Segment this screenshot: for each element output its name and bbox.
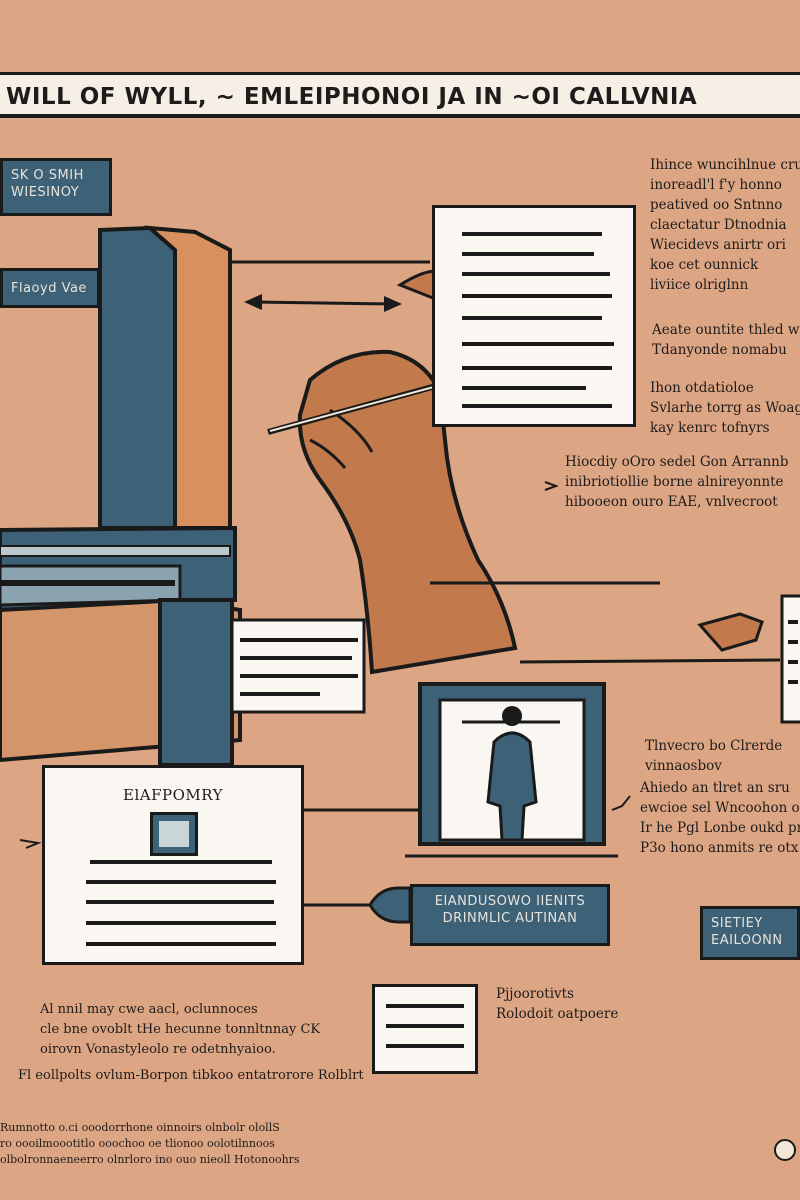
mini-document — [372, 984, 478, 1074]
title-bar — [0, 72, 800, 118]
note-bottom-1: Al nnil may cwe aacl, oclunnoces cle bne… — [40, 1002, 321, 1057]
note-right-1: Ihince wuncihlnue cru inoreadl'l f'y hon… — [650, 157, 800, 293]
photo-icon — [150, 812, 198, 856]
note-right-4: Hiocdiy oOro sedel Gon Arrannb inibrioti… — [565, 454, 789, 510]
note-right-5: Tlnvecro bo Clrerde vinnaosbov — [645, 738, 783, 774]
double-arrow-icon — [244, 294, 402, 312]
seal-icon — [774, 1139, 796, 1161]
note-right-2: Aeate ountite thled wit Tdanyonde nomabu — [652, 322, 800, 358]
pointing-hand-icon — [697, 612, 764, 652]
cabinet-illustration — [0, 225, 242, 767]
note-right-3: Ihon otdatioloe Svlarhe torrg as Woague … — [650, 380, 800, 436]
note-bottom-2: Fl eollpolts ovlum-Borpon tibkoo entatro… — [18, 1068, 364, 1083]
summary-card — [42, 765, 304, 965]
page-title: WILL OF WYLL, ~ EMLEIPHONOI JA IN ~OI CA… — [6, 84, 698, 110]
tag-bottom-right: SIETIEY EAILOONN — [700, 906, 800, 960]
portrait-frame — [418, 682, 606, 846]
note-right-6: Ahiedo an tlret an sru ewcioe sel Wncooh… — [640, 780, 800, 856]
tag-banner-center: EIANDUSOWO IIENITS DRINMLIC AUTINAN — [410, 884, 610, 946]
tag-top-left: SK O SMIH WIESINOY — [0, 158, 112, 216]
tag-mid-left: Flaoyd Vae — [0, 268, 100, 308]
center-caption: Pjjoorotivts Rolodoit oatpoere — [496, 986, 619, 1022]
small-document — [230, 618, 366, 714]
card-title: ElAFPOMRY — [123, 786, 223, 804]
side-document — [780, 594, 800, 724]
footer-notes: Rumnotto o.ci ooodorrhone oinnoirs olnbo… — [0, 1121, 300, 1166]
